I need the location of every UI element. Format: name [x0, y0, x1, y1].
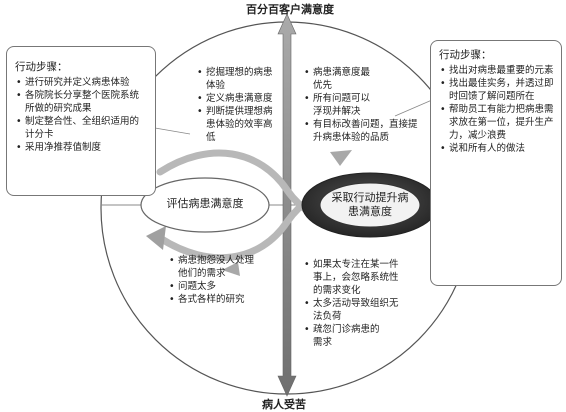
list-item: 找出最佳实务，并透过即时回馈了解问题所在	[439, 77, 554, 103]
list-item: 病患满意度最优先	[303, 66, 423, 92]
right-oval-label: 采取行动提升病患满意度	[331, 191, 409, 218]
list-item: 太多活动导致组织无法负荷	[303, 297, 403, 323]
quadrant-top-right: 病患满意度最优先 所有问题可以浮现并解决 有目标改善问题，直接提升病患体验的品质	[303, 66, 423, 144]
list-item: 各院院长分享整个医院系统所做的研究成果	[15, 89, 147, 115]
list-item: 如果太专注在某一件事上，会忽略系统性的需求变化	[303, 258, 403, 297]
right-oval-inner	[319, 182, 421, 228]
quadrant-bottom-right: 如果太专注在某一件事上，会忽略系统性的需求变化 太多活动导致组织无法负荷 疏忽门…	[303, 258, 403, 349]
list-item: 找出对病患最重要的元素	[439, 64, 554, 77]
left-box-title: 行动步骤：	[15, 61, 68, 73]
quadrant-bottom-left: 病患抱怨没人处理他们的需求 问题太多 各式各样的研究	[168, 254, 278, 306]
list-item: 说和所有人的做法	[439, 142, 554, 155]
list-item: 制定整合性、全组织适用的计分卡	[15, 115, 147, 141]
left-box-connector	[154, 127, 191, 135]
list-item: 挖掘理想的病患体验	[196, 66, 278, 92]
list-item: 各式各样的研究	[168, 293, 278, 306]
list-item: 问题太多	[168, 280, 278, 293]
quadrant-top-left: 挖掘理想的病患体验 定义病患满意度 判断提供理想病患体验的效率高低	[196, 66, 278, 144]
loop-arrowhead-left	[146, 226, 166, 250]
axis-bottom-label: 病人受苦	[262, 398, 306, 411]
right-box-list: 找出对病患最重要的元素 找出最佳实务，并透过即时回馈了解问题所在 帮助员工有能力…	[439, 64, 554, 155]
left-oval	[140, 177, 270, 233]
list-item: 所有问题可以浮现并解决	[303, 92, 423, 118]
axis-top-label: 百分百客户满意度	[246, 3, 334, 16]
list-item: 病患抱怨没人处理他们的需求	[168, 254, 278, 280]
right-box-title: 行动步骤：	[439, 49, 492, 61]
left-oval-label: 评估病患满意度	[166, 197, 244, 210]
left-action-box: 行动步骤： 进行研究并定义病患体验 各院院长分享整个医院系统所做的研究成果 制定…	[6, 46, 156, 196]
vertical-axis-arrow	[277, 13, 297, 397]
list-item: 帮助员工有能力把病患需求放在第一位，提升生产力，减少浪费	[439, 103, 554, 142]
right-action-box: 行动步骤： 找出对病患最重要的元素 找出最佳实务，并透过即时回馈了解问题所在 帮…	[430, 40, 562, 286]
list-item: 进行研究并定义病患体验	[15, 76, 147, 89]
left-box-list: 进行研究并定义病患体验 各院院长分享整个医院系统所做的研究成果 制定整合性、全组…	[15, 76, 147, 154]
list-item: 有目标改善问题，直接提升病患体验的品质	[303, 118, 423, 144]
loop-arrowhead-top	[330, 150, 352, 166]
list-item: 采用净推荐值制度	[15, 141, 147, 154]
list-item: 判断提供理想病患体验的效率高低	[196, 105, 278, 144]
list-item: 疏忽门诊病患的需求	[303, 323, 403, 349]
list-item: 定义病患满意度	[196, 92, 278, 105]
